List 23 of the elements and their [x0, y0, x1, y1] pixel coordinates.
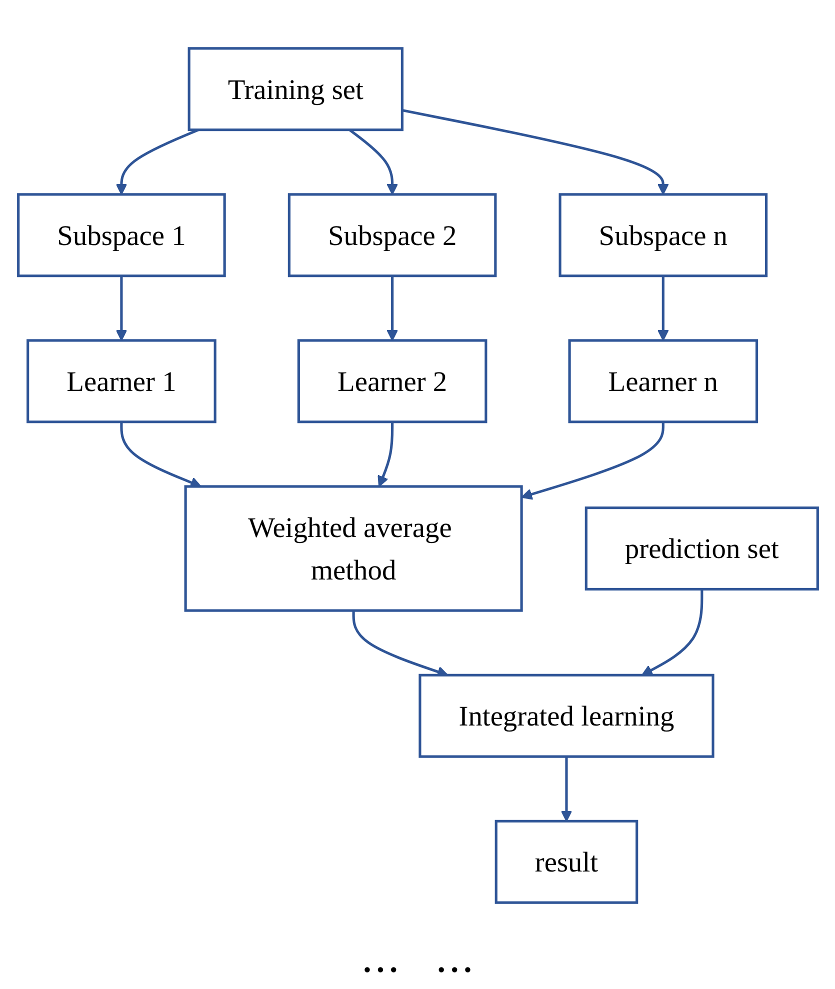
node-box: Subspace 2 [287, 193, 496, 278]
arrow [656, 276, 668, 341]
arrow [115, 128, 199, 195]
node-box: result [494, 820, 638, 904]
node-box: Training set [187, 47, 403, 132]
node-box: prediction set [584, 506, 818, 591]
arrow [115, 276, 127, 341]
node-box: Learner 1 [26, 339, 216, 424]
ellipsis-dots: • • • [438, 957, 472, 983]
node-box: Weighted average method [184, 485, 522, 612]
node-box: Integrated learning [418, 674, 714, 758]
node-box: Learner n [568, 339, 758, 424]
arrow [377, 422, 394, 487]
node-box: Learner 2 [296, 339, 487, 424]
node-box: Subspace n [558, 193, 768, 278]
arrow [520, 422, 664, 500]
arrow [640, 589, 703, 676]
node-box: Subspace 1 [16, 193, 226, 278]
arrow [560, 756, 572, 822]
arrow [348, 128, 398, 195]
arrow [386, 276, 398, 341]
ellipsis-dots: • • • [363, 957, 398, 983]
arrow [401, 109, 668, 195]
